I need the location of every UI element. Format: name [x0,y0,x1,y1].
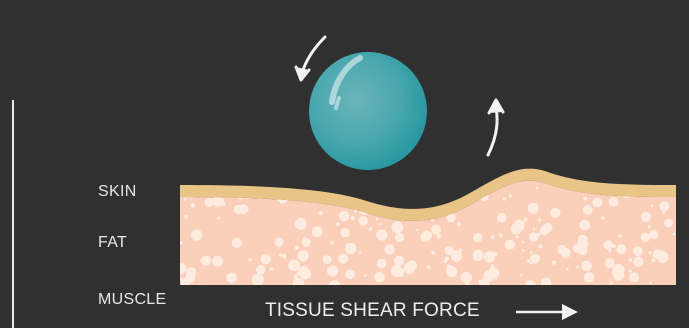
fat-label: FAT [98,235,127,251]
curved-arrow-icon [296,37,325,80]
skin-label: SKIN [98,184,137,200]
arrow-right-icon [514,301,580,323]
rolling-ball [309,52,427,170]
tissue-shear-force-label: TISSUE SHEAR FORCE [265,301,480,320]
curved-arrow-icon [488,100,503,155]
muscle-label: MUSCLE [98,292,166,308]
